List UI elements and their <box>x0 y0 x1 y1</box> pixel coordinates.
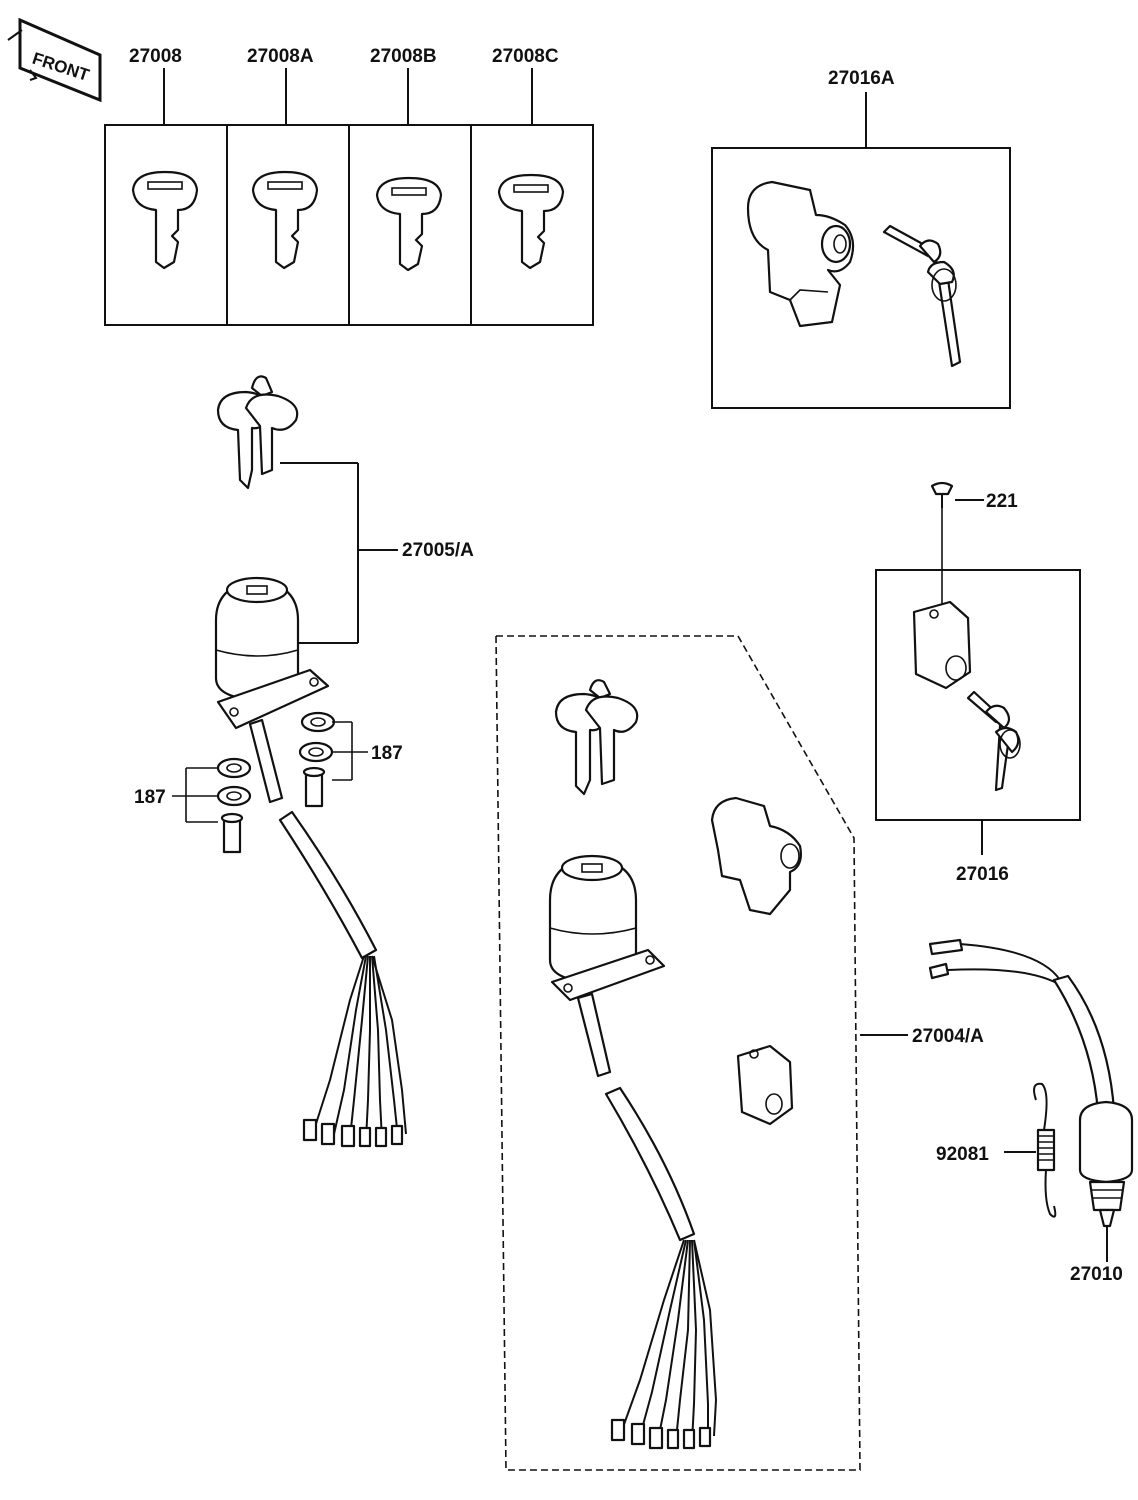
lock-27016-keys-icon <box>966 690 1021 792</box>
key-27008-icon <box>131 170 199 270</box>
lock-keys-icon <box>882 224 962 368</box>
label-187-left: 187 <box>134 787 166 808</box>
label-27008B: 27008B <box>370 46 437 67</box>
wire-harness-set-icon <box>604 1086 718 1450</box>
label-27004A: 27004/A <box>912 1026 984 1047</box>
screw-221-icon <box>930 481 954 508</box>
ignition-switch-icon <box>214 576 330 804</box>
ignition-keys-icon <box>216 375 299 490</box>
wire-harness-left-icon <box>278 810 407 1148</box>
label-27008C: 27008C <box>492 46 559 67</box>
label-27005A: 27005/A <box>402 540 474 561</box>
lock-set-box <box>711 147 1011 409</box>
key-27008A-icon <box>251 170 319 270</box>
spring-92081-icon <box>1033 1082 1057 1218</box>
lock-block-icon <box>912 600 972 690</box>
lock-27016-box <box>875 569 1081 821</box>
brake-switch-icon <box>928 938 1134 1228</box>
label-187-right: 187 <box>371 743 403 764</box>
washers-bolts-icon <box>216 711 336 854</box>
label-27016: 27016 <box>956 864 1009 885</box>
key-box <box>104 68 594 326</box>
label-27016A: 27016A <box>828 68 895 89</box>
label-27008: 27008 <box>129 46 182 67</box>
label-27010: 27010 <box>1070 1264 1123 1285</box>
label-92081: 92081 <box>936 1144 989 1165</box>
set-keys-icon <box>554 679 639 796</box>
label-221: 221 <box>986 491 1018 512</box>
handlebar-lock-icon <box>746 180 855 328</box>
front-badge: FRONT <box>7 17 102 103</box>
set-27004A-outline <box>495 635 861 1471</box>
set-handlebar-lock-icon <box>710 796 802 916</box>
set-lock-block-icon <box>736 1044 794 1126</box>
set-ignition-switch-icon <box>548 854 666 1078</box>
key-27008C-icon <box>497 173 565 270</box>
key-27008B-icon <box>375 176 443 272</box>
label-27008A: 27008A <box>247 46 314 67</box>
